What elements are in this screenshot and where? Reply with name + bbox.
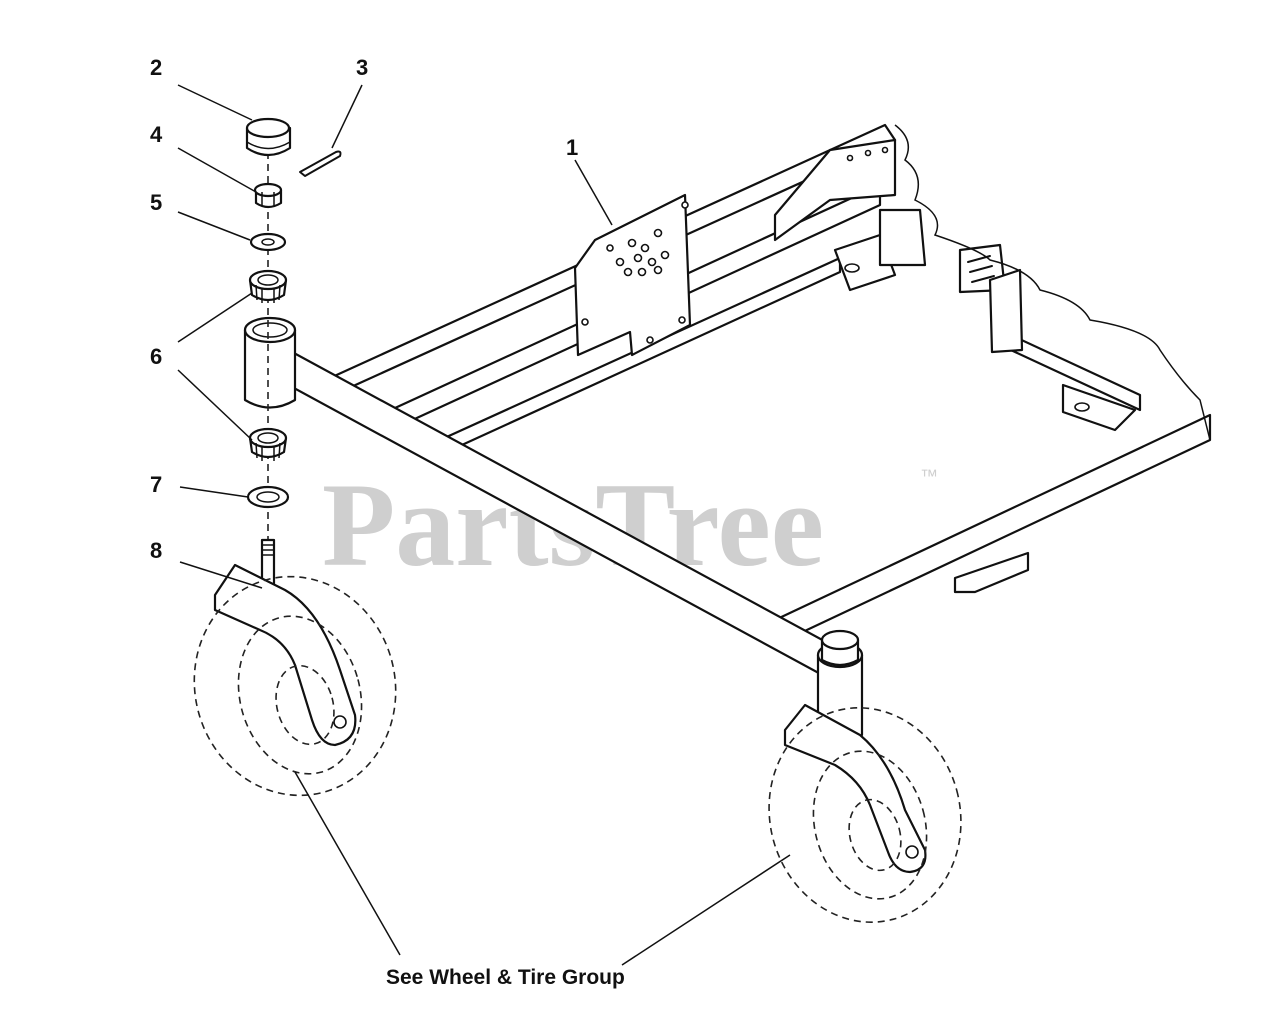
callout-3: 3 xyxy=(356,55,368,80)
callout-1: 1 xyxy=(566,135,578,160)
callout-5: 5 xyxy=(150,190,162,215)
lower-bearing xyxy=(248,427,288,461)
mounting-plate xyxy=(573,193,692,357)
frame-assembly xyxy=(268,123,1212,692)
upper-bearing xyxy=(248,269,288,303)
callout-6: 6 xyxy=(150,344,162,369)
left-wheel-phantom xyxy=(193,575,397,797)
seal xyxy=(246,485,290,509)
callout-7: 7 xyxy=(150,472,162,497)
left-caster-fork xyxy=(213,538,357,747)
callout-2: 2 xyxy=(150,55,162,80)
castle-nut xyxy=(253,182,283,209)
callout-labels: 1 2 3 4 5 6 7 8 xyxy=(150,55,578,563)
dust-cap xyxy=(245,117,292,157)
caption-wheel-tire-group: See Wheel & Tire Group xyxy=(386,966,625,989)
watermark-trademark: ™ xyxy=(920,466,938,486)
right-caster-fork xyxy=(783,703,927,874)
callout-4: 4 xyxy=(150,122,163,147)
left-spindle-housing xyxy=(243,316,297,409)
cotter-pin xyxy=(299,150,342,177)
washer xyxy=(249,232,287,252)
callout-8: 8 xyxy=(150,538,162,563)
right-wheel-phantom xyxy=(768,707,962,923)
leader-lines xyxy=(177,84,791,966)
